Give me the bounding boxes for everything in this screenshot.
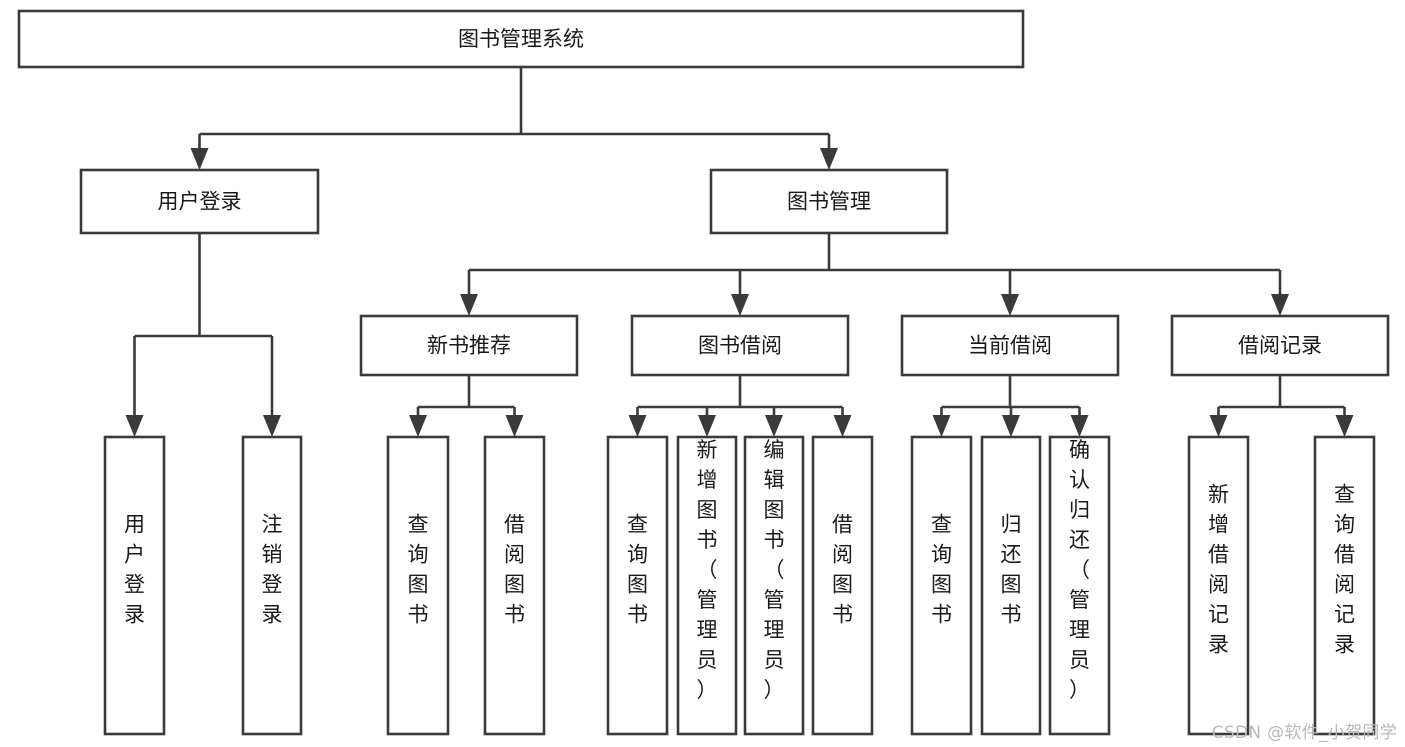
node-box-leaf-query-borrow-record[interactable] <box>1313 435 1376 736</box>
node-label-book-borrow: 图书借阅 <box>698 334 782 358</box>
node-label-leaf-add-book-admin: 新增图书（管理员） <box>697 438 718 702</box>
edge-group-new-book-recommend <box>409 375 524 437</box>
node-label-leaf-borrow-book: 借阅图书 <box>832 513 853 627</box>
node-book-management[interactable]: 图书管理 <box>709 168 949 235</box>
node-label-leaf-user-login: 用户登录 <box>124 513 145 627</box>
node-box-new-book-recommend[interactable] <box>359 314 579 377</box>
node-box-leaf-edit-book-admin[interactable] <box>743 435 805 736</box>
node-label-book-management: 图书管理 <box>787 190 871 214</box>
node-leaf-borrow-book-recommend[interactable]: 借阅图书 <box>483 435 546 736</box>
edge-group-current-borrow <box>932 375 1089 437</box>
node-box-leaf-query-book-recommend[interactable] <box>386 435 450 736</box>
node-box-leaf-confirm-return-admin[interactable] <box>1048 435 1111 736</box>
edge-group-user-login <box>125 233 281 437</box>
edge-layer <box>125 67 1354 437</box>
node-box-leaf-borrow-book[interactable] <box>811 435 874 736</box>
node-leaf-return-book[interactable]: 归还图书 <box>980 435 1042 736</box>
node-box-book-management[interactable] <box>709 168 949 235</box>
node-box-root[interactable] <box>17 9 1025 69</box>
node-box-leaf-add-borrow-record[interactable] <box>1187 435 1250 736</box>
node-leaf-add-book-admin[interactable]: 新增图书（管理员） <box>676 435 738 736</box>
node-box-leaf-return-book[interactable] <box>980 435 1042 736</box>
node-box-leaf-logout[interactable] <box>241 435 303 736</box>
node-label-leaf-query-borrow-record: 查询借阅记录 <box>1334 483 1355 657</box>
node-label-leaf-return-book: 归还图书 <box>1001 513 1022 627</box>
node-label-leaf-edit-book-admin: 编辑图书（管理员） <box>764 438 785 702</box>
node-box-leaf-user-login[interactable] <box>103 435 166 736</box>
node-label-new-book-recommend: 新书推荐 <box>427 334 511 358</box>
node-root[interactable]: 图书管理系统 <box>17 9 1025 69</box>
node-box-user-login[interactable] <box>79 168 320 235</box>
node-leaf-user-login[interactable]: 用户登录 <box>103 435 166 736</box>
node-box-leaf-borrow-book-recommend[interactable] <box>483 435 546 736</box>
node-leaf-edit-book-admin[interactable]: 编辑图书（管理员） <box>743 435 805 736</box>
node-label-user-login: 用户登录 <box>158 190 242 214</box>
node-book-borrow[interactable]: 图书借阅 <box>630 314 850 377</box>
node-leaf-query-borrow-record[interactable]: 查询借阅记录 <box>1313 435 1376 736</box>
node-label-borrow-record: 借阅记录 <box>1238 334 1322 358</box>
node-label-leaf-query-book-recommend: 查询图书 <box>408 513 429 627</box>
watermark-text: CSDN @软件_小贺同学 <box>1211 723 1397 743</box>
node-borrow-record[interactable]: 借阅记录 <box>1170 314 1390 377</box>
node-leaf-query-book-recommend[interactable]: 查询图书 <box>386 435 450 736</box>
node-layer: 图书管理系统用户登录图书管理新书推荐图书借阅当前借阅借阅记录用户登录注销登录查询… <box>17 9 1390 736</box>
node-box-borrow-record[interactable] <box>1170 314 1390 377</box>
node-current-borrow[interactable]: 当前借阅 <box>900 314 1120 377</box>
node-box-book-borrow[interactable] <box>630 314 850 377</box>
node-box-leaf-query-book-borrow[interactable] <box>606 435 669 736</box>
node-leaf-query-book-borrow[interactable]: 查询图书 <box>606 435 669 736</box>
edge-group-book-management <box>460 233 1289 316</box>
node-box-current-borrow[interactable] <box>900 314 1120 377</box>
node-box-leaf-add-book-admin[interactable] <box>676 435 738 736</box>
node-box-leaf-query-book-current[interactable] <box>910 435 973 736</box>
edge-group-borrow-record <box>1209 375 1354 437</box>
node-label-leaf-query-book-current: 查询图书 <box>931 513 952 627</box>
node-user-login[interactable]: 用户登录 <box>79 168 320 235</box>
node-leaf-logout[interactable]: 注销登录 <box>241 435 303 736</box>
node-label-leaf-query-book-borrow: 查询图书 <box>627 513 648 627</box>
node-leaf-add-borrow-record[interactable]: 新增借阅记录 <box>1187 435 1250 736</box>
node-leaf-query-book-current[interactable]: 查询图书 <box>910 435 973 736</box>
node-label-current-borrow: 当前借阅 <box>968 334 1052 358</box>
edge-group-book-borrow <box>628 375 852 437</box>
node-label-leaf-logout: 注销登录 <box>262 513 283 627</box>
node-new-book-recommend[interactable]: 新书推荐 <box>359 314 579 377</box>
node-label-leaf-borrow-book-recommend: 借阅图书 <box>504 513 525 627</box>
node-label-leaf-add-borrow-record: 新增借阅记录 <box>1208 483 1229 657</box>
node-leaf-confirm-return-admin[interactable]: 确认归还（管理员） <box>1048 435 1111 736</box>
edge-group-root <box>190 67 838 170</box>
node-label-root: 图书管理系统 <box>458 27 584 51</box>
node-label-leaf-confirm-return-admin: 确认归还（管理员） <box>1069 438 1090 702</box>
node-leaf-borrow-book[interactable]: 借阅图书 <box>811 435 874 736</box>
